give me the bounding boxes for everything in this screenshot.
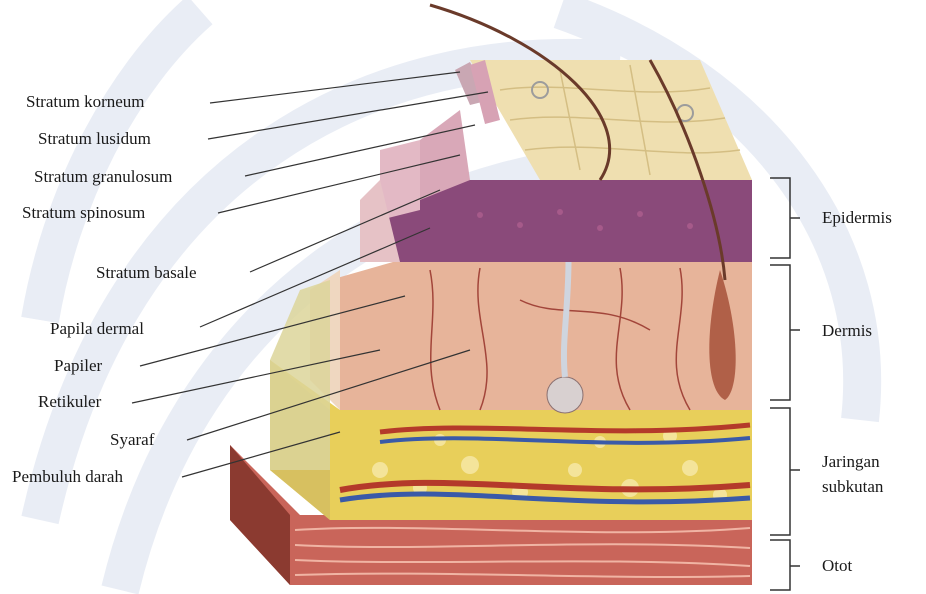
label-syaraf: Syaraf [110, 431, 154, 448]
label-stratum-spinosum: Stratum spinosum [22, 204, 145, 221]
label-pembuluh-darah: Pembuluh darah [12, 468, 123, 485]
layer-brackets [770, 178, 800, 590]
label-papila-dermal: Papila dermal [50, 320, 144, 337]
label-dermis: Dermis [822, 322, 872, 339]
label-stratum-korneum: Stratum korneum [26, 93, 145, 110]
label-jaringan: Jaringan [822, 453, 880, 470]
label-subkutan: subkutan [822, 478, 883, 495]
label-stratum-basale: Stratum basale [96, 264, 197, 281]
label-retikuler: Retikuler [38, 393, 101, 410]
label-otot: Otot [822, 557, 852, 574]
label-stratum-granulosum: Stratum granulosum [34, 168, 172, 185]
label-papiler: Papiler [54, 357, 102, 374]
label-stratum-lusidum: Stratum lusidum [38, 130, 151, 147]
label-epidermis: Epidermis [822, 209, 892, 226]
